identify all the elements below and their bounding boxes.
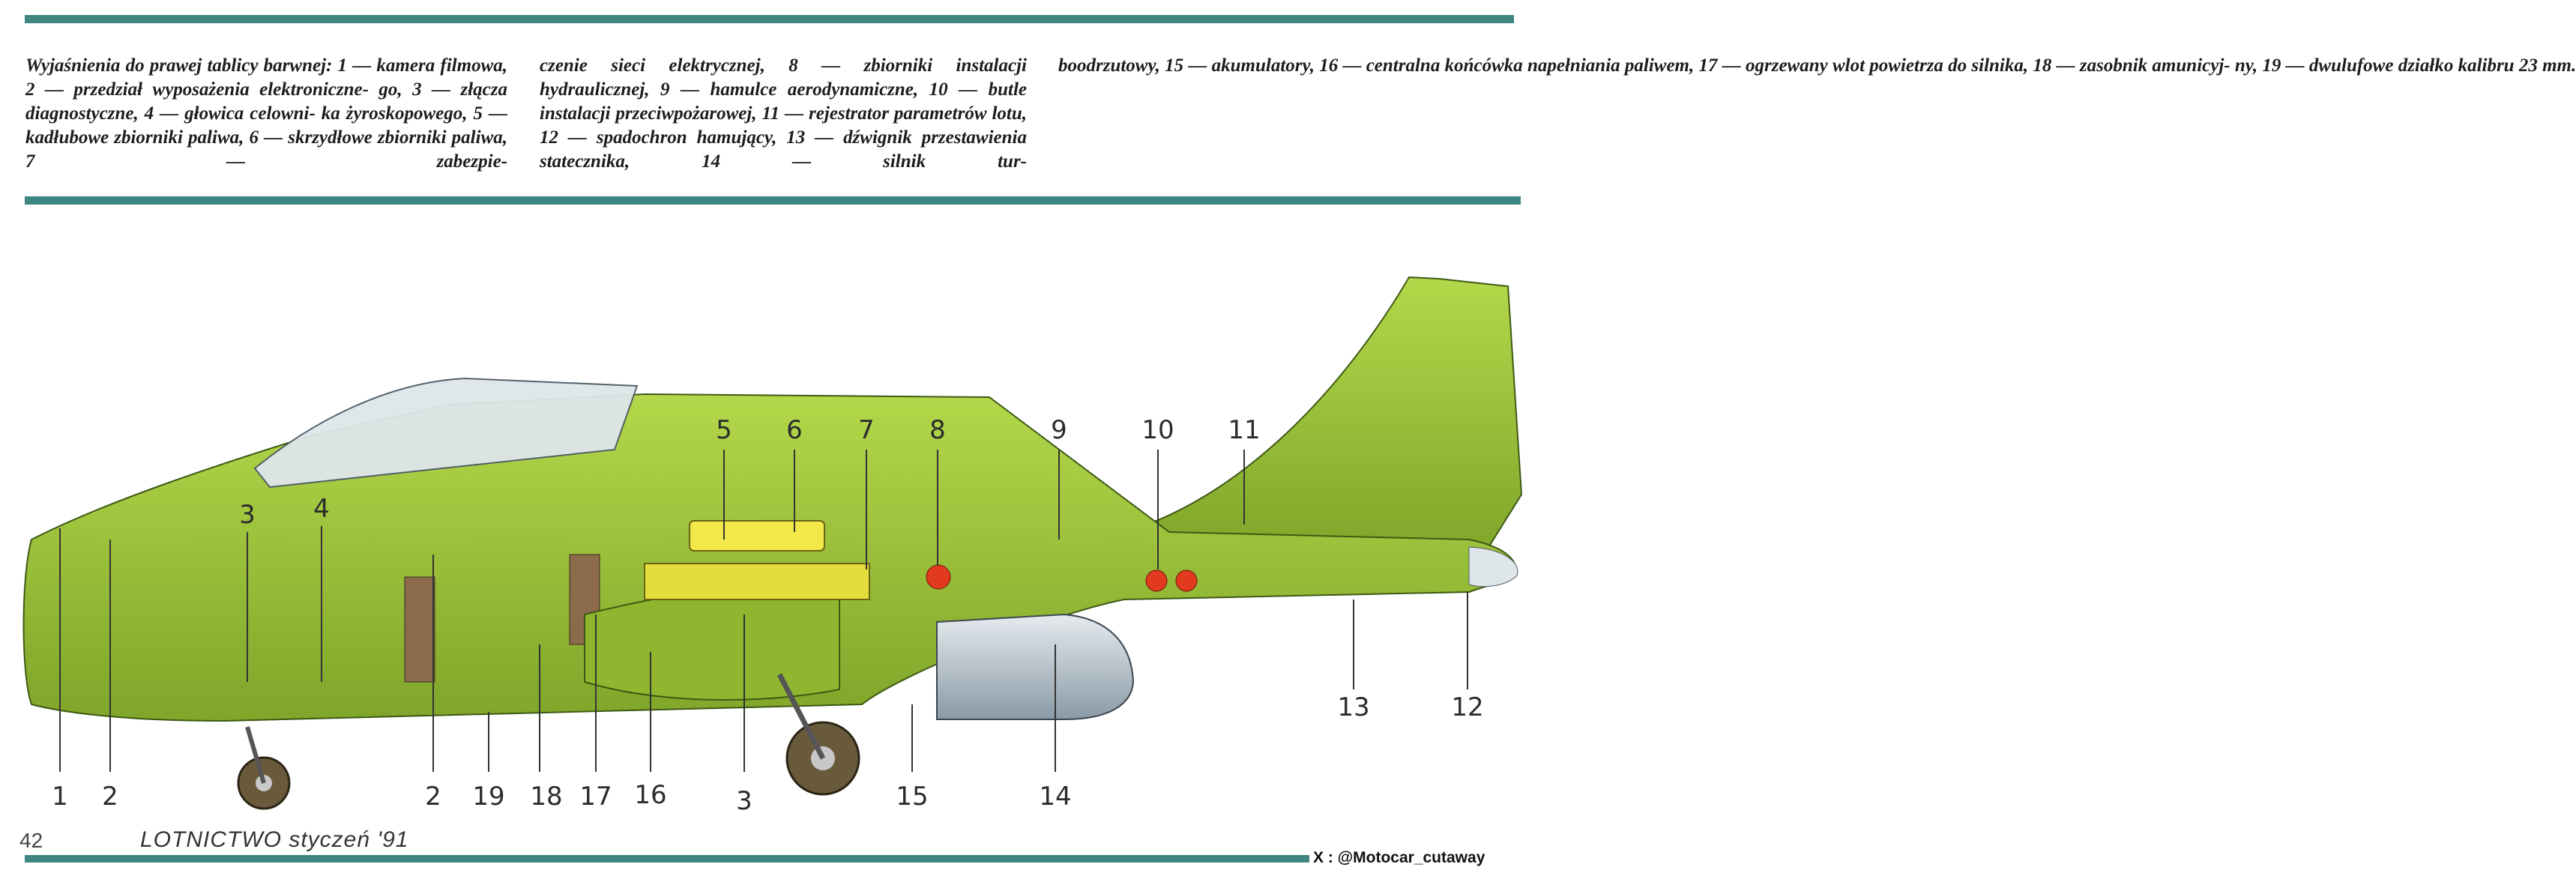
callout-7: 7	[858, 415, 875, 445]
fuselage-fuel-tank	[644, 563, 870, 600]
callout-9: 9	[1051, 415, 1067, 445]
callout-11: 11	[1228, 415, 1260, 445]
magazine-title: LOTNICTWO styczeń '91	[140, 827, 409, 852]
callout-1: 1	[52, 782, 68, 812]
callout-5: 5	[716, 415, 732, 445]
middle-rule	[25, 196, 1521, 205]
callout-3: 3	[736, 786, 752, 816]
callout-6: 6	[786, 415, 803, 445]
page-number: 42	[19, 829, 43, 852]
legend-column-2: czenie sieci elektrycznej, 8 — zbiorniki…	[540, 55, 1027, 172]
callout-12: 12	[1451, 692, 1483, 722]
front-seat	[404, 576, 435, 683]
legend-column-3: boodrzutowy, 15 — akumulatory, 16 — cent…	[1058, 55, 2576, 76]
fire-bottle	[1145, 570, 1168, 592]
callout-2: 2	[425, 782, 441, 812]
bottom-rule	[25, 855, 1309, 863]
tail-fin	[1123, 276, 1523, 556]
callout-14: 14	[1039, 782, 1071, 812]
callout-3: 3	[239, 500, 256, 530]
fuel-tank	[689, 520, 825, 552]
credit-watermark: X : @Motocar_cutaway	[1313, 849, 1485, 866]
callout-18: 18	[530, 782, 562, 812]
callout-19: 19	[472, 782, 504, 812]
aircraft-cutaway-diagram: 1 2 3 4 2 19 18 17 16 3 5 6 7 8 9 10 11 …	[22, 276, 1523, 816]
callout-8: 8	[929, 415, 946, 445]
hydraulic-tank	[926, 564, 951, 590]
callout-10: 10	[1141, 415, 1174, 445]
top-rule	[25, 15, 1514, 23]
callout-15: 15	[896, 782, 928, 812]
callout-17: 17	[579, 782, 612, 812]
callout-4: 4	[313, 494, 330, 524]
legend-column-1: Wyjaśnienia do prawej tablicy barwnej: 1…	[25, 55, 507, 172]
engine	[936, 613, 1135, 720]
fire-bottle	[1175, 570, 1198, 592]
callout-13: 13	[1337, 692, 1369, 722]
canopy	[253, 377, 639, 489]
callout-16: 16	[634, 780, 666, 810]
exhaust-cone	[1468, 546, 1518, 588]
callout-2: 2	[102, 782, 118, 812]
